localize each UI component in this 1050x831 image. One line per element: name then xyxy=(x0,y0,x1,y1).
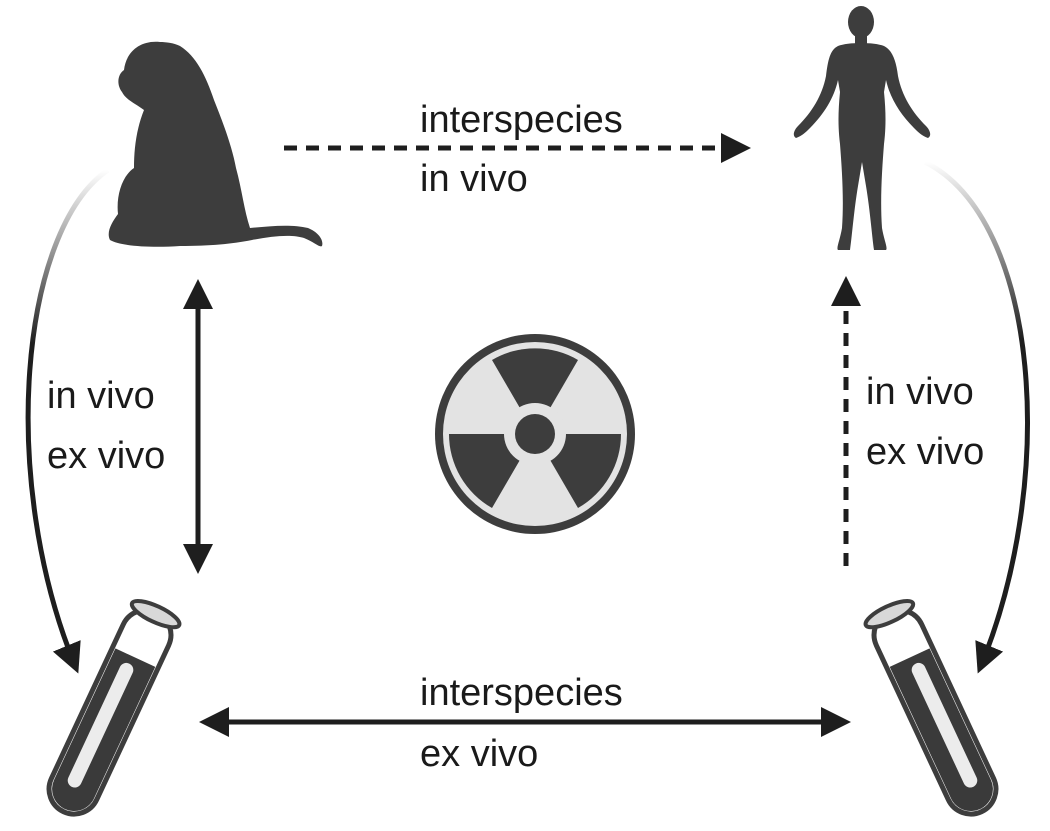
radiation-icon xyxy=(435,334,635,534)
label-bottom-interspecies: interspecies xyxy=(420,672,623,714)
blood-tube-icon xyxy=(863,598,999,817)
blood-tube-icon xyxy=(46,598,182,817)
label-right-in-vivo: in vivo xyxy=(866,371,974,413)
label-top-in-vivo: in vivo xyxy=(420,158,528,200)
curve-arrow-right xyxy=(923,159,1030,674)
monkey-icon xyxy=(108,41,323,247)
curve-arrow-left xyxy=(25,167,110,674)
human-icon xyxy=(793,6,931,250)
label-left-in-vivo: in vivo xyxy=(47,375,155,417)
label-top-interspecies: interspecies xyxy=(420,99,623,141)
label-right-ex-vivo: ex vivo xyxy=(866,431,985,473)
label-left-ex-vivo: ex vivo xyxy=(47,435,166,477)
label-bottom-ex-vivo: ex vivo xyxy=(420,733,539,775)
